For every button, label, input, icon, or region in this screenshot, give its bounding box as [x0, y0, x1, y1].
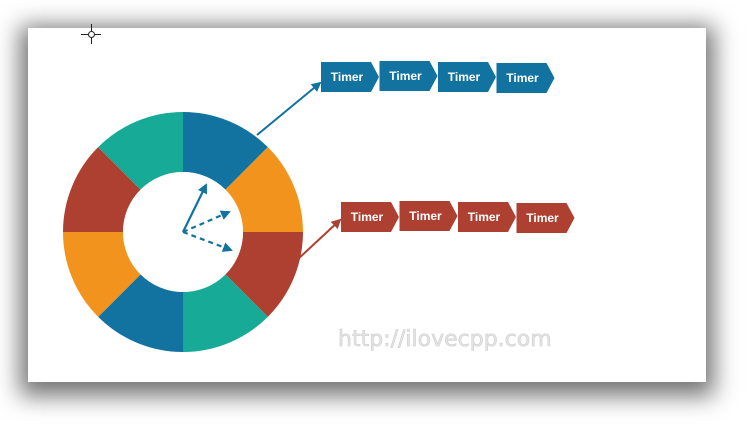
- ring-slot-2: [225, 147, 303, 232]
- ring-slot-4: [183, 274, 268, 352]
- blue-queue: Timer Timer Timer Timer: [321, 61, 555, 93]
- timer-label: Timer: [448, 70, 481, 84]
- ring-slot-3: [225, 232, 303, 317]
- timer-node: [458, 202, 516, 232]
- watermark-text: http://ilovecpp.com: [338, 327, 552, 352]
- timer-node: [438, 62, 496, 92]
- wheel-pointers: [182, 183, 233, 252]
- pointer-hand: [182, 183, 207, 233]
- timer-label: Timer: [389, 69, 422, 83]
- timer-label: Timer: [506, 71, 539, 85]
- ring-slot-7: [63, 147, 141, 232]
- timing-wheel-ring: [63, 112, 303, 352]
- blue-slot-arrow: [256, 81, 322, 136]
- timer-label: Timer: [331, 70, 364, 84]
- ring-slot-8: [98, 112, 183, 190]
- red-queue: Timer Timer Timer Timer: [341, 201, 575, 233]
- timer-node: [496, 63, 555, 93]
- timer-label: Timer: [351, 210, 384, 224]
- timer-node: [516, 203, 575, 233]
- ring-slot-6: [63, 232, 141, 317]
- timer-label: Timer: [526, 211, 559, 225]
- ring-slot-1: [183, 112, 268, 190]
- timer-node: [321, 62, 379, 92]
- timer-node: [399, 201, 458, 231]
- timer-label: Timer: [409, 209, 442, 223]
- ring-slot-5: [98, 274, 183, 352]
- timer-label: Timer: [468, 210, 501, 224]
- red-slot-arrow: [296, 218, 342, 261]
- timer-node: [341, 202, 399, 232]
- crosshair-cursor-icon: [81, 24, 101, 44]
- timer-node: [379, 61, 438, 91]
